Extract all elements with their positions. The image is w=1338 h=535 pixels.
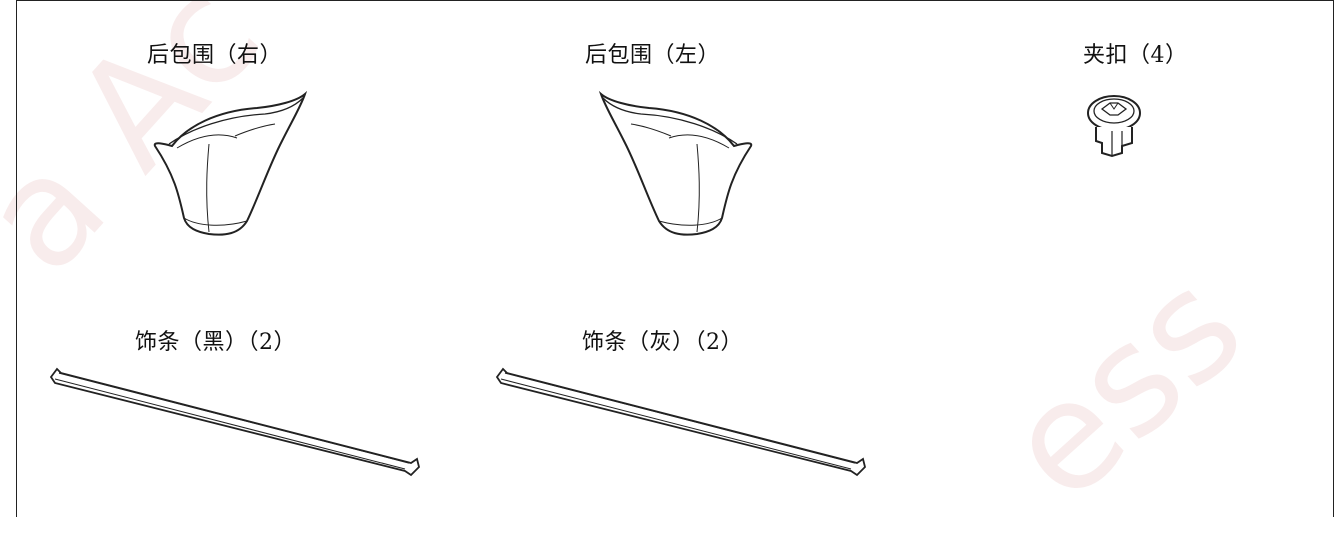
trim-black-label: 饰条（黑）（2）: [135, 330, 296, 355]
parts-list-panel: 后包围（右） 后包围（左） 夹扣（4） 饰条（黑）（2）: [16, 0, 1334, 517]
trim-strip-icon: [49, 367, 420, 477]
trim-gray-label: 饰条（灰）（2）: [582, 330, 743, 355]
clip-icon: [1087, 95, 1141, 158]
rear-cover-right-icon: [153, 90, 308, 236]
trim-strip-icon: [495, 367, 866, 477]
rear-cover-left-icon: [598, 90, 753, 236]
clip-label: 夹扣（4）: [1083, 43, 1188, 68]
rear-cover-left-label: 后包围（左）: [585, 43, 721, 68]
rear-cover-right-label: 后包围（右）: [147, 43, 283, 68]
